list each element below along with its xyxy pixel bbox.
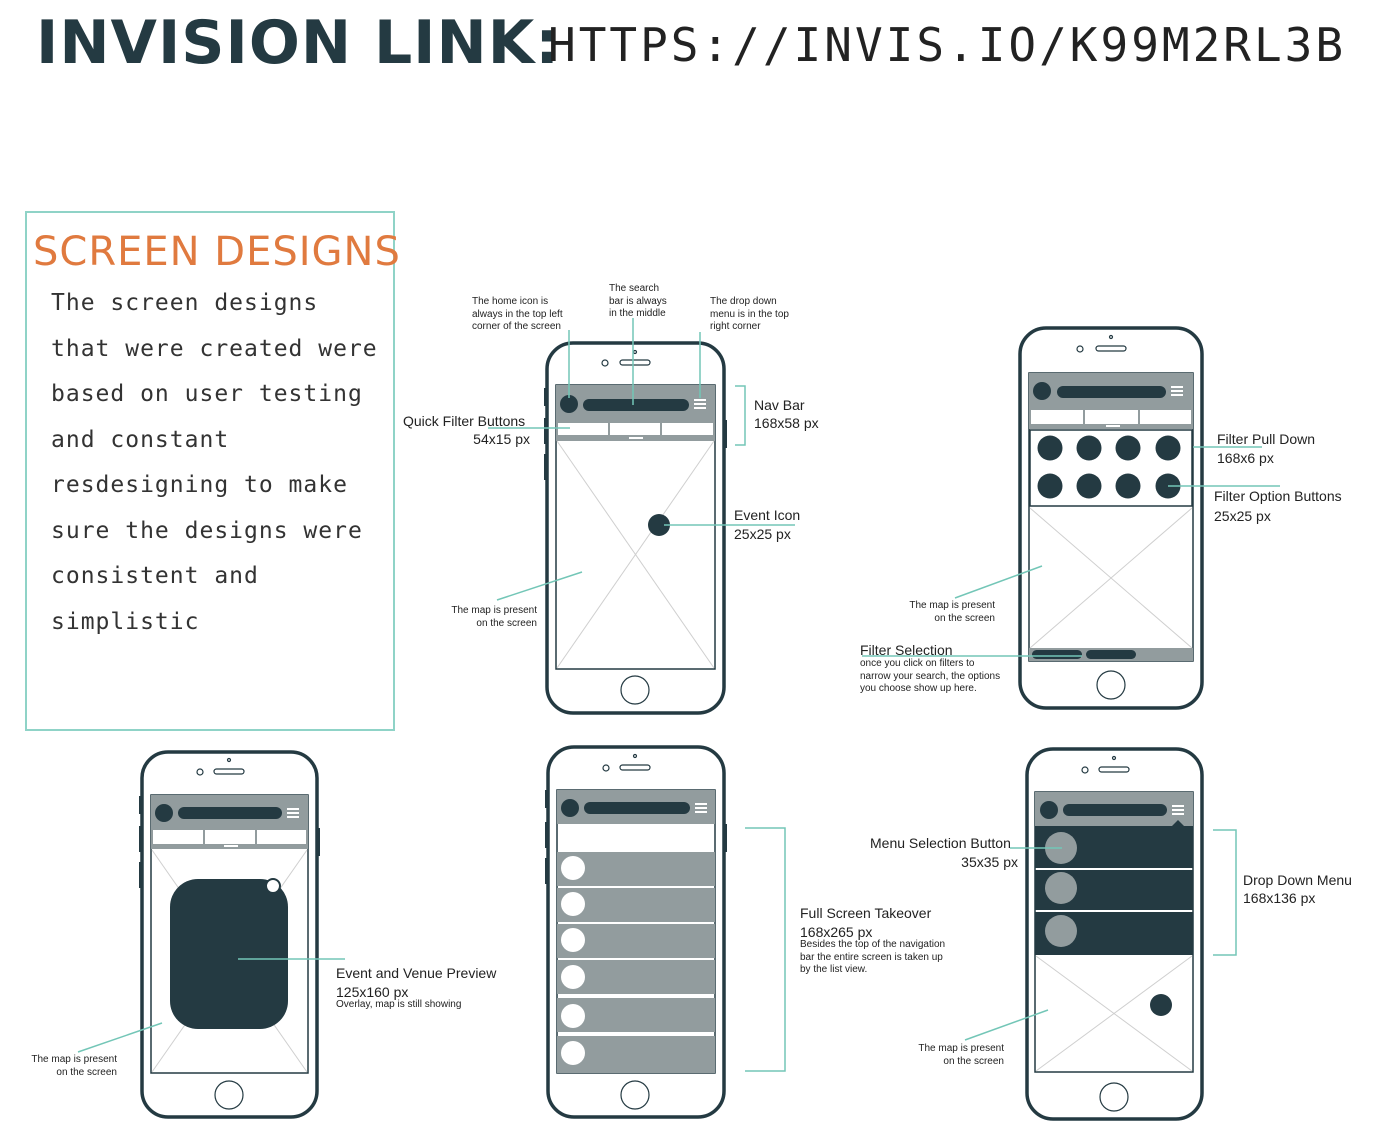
nav-bar-size: 168x58 px xyxy=(754,415,819,431)
phone-filter-view xyxy=(862,326,1280,710)
screen-designs-panel: SCREEN DESIGNS The screen designs that w… xyxy=(25,211,400,731)
event-icon-size: 25x25 px xyxy=(734,526,791,542)
invision-link[interactable]: HTTPS://INVIS.IO/K99M2RL3B xyxy=(548,18,1347,72)
phone-list-view xyxy=(545,745,786,1119)
quick-filter-size: 54x15 px xyxy=(473,431,530,447)
page-title: INVISION LINK: xyxy=(36,8,561,78)
nav-bar-title: Nav Bar xyxy=(754,397,805,413)
full-screen-title: Full Screen Takeover xyxy=(800,905,932,921)
map-present-note-3: The map is present on the screen xyxy=(31,1054,117,1078)
full-screen-desc: Besides the top of the navigation bar th… xyxy=(800,939,946,975)
event-icon-title: Event Icon xyxy=(734,507,801,523)
filter-pull-title: Filter Pull Down xyxy=(1217,431,1316,447)
full-screen-size: 168x265 px xyxy=(800,924,873,940)
home-icon xyxy=(560,395,578,413)
drop-down-menu-size: 168x136 px xyxy=(1243,890,1316,906)
map-present-note-4: The map is present on the screen xyxy=(918,1043,1004,1067)
map-present-note-1: The map is present on the screen xyxy=(451,605,537,629)
filter-selection-title: Filter Selection xyxy=(860,642,953,658)
drop-down-menu-title: Drop Down Menu xyxy=(1243,872,1352,888)
filter-selection-desc: once you click on filters to narrow your… xyxy=(860,658,1001,694)
event-venue-title: Event and Venue Preview xyxy=(336,965,497,981)
quick-filter-title: Quick Filter Buttons xyxy=(403,413,526,429)
panel-description: The screen designs that were created wer… xyxy=(51,290,378,635)
event-icon xyxy=(648,514,670,536)
panel-title: SCREEN DESIGNS xyxy=(33,229,401,275)
filter-pull-size: 168x6 px xyxy=(1217,450,1274,466)
event-venue-desc: Overlay, map is still showing xyxy=(336,999,462,1010)
search-bar-note: The search bar is always in the middle xyxy=(609,283,667,319)
menu-selection-title: Menu Selection Button xyxy=(870,835,1011,851)
menu-selection-size: 35x35 px xyxy=(961,854,1018,870)
phone-dropdown-view xyxy=(964,747,1237,1121)
phone-preview-view xyxy=(77,750,345,1119)
drop-down-note: The drop down menu is in the top right c… xyxy=(710,296,789,332)
filter-option-title: Filter Option Buttons xyxy=(1214,488,1342,504)
event-venue-preview-card xyxy=(170,879,288,1029)
map-present-note-2: The map is present on the screen xyxy=(909,600,995,624)
home-icon-note: The home icon is always in the top left … xyxy=(472,296,563,332)
menu-icon xyxy=(694,399,706,409)
event-venue-size: 125x160 px xyxy=(336,984,409,1000)
search-bar xyxy=(583,399,689,411)
phone-map-view xyxy=(488,318,795,715)
filter-option-size: 25x25 px xyxy=(1214,508,1271,524)
